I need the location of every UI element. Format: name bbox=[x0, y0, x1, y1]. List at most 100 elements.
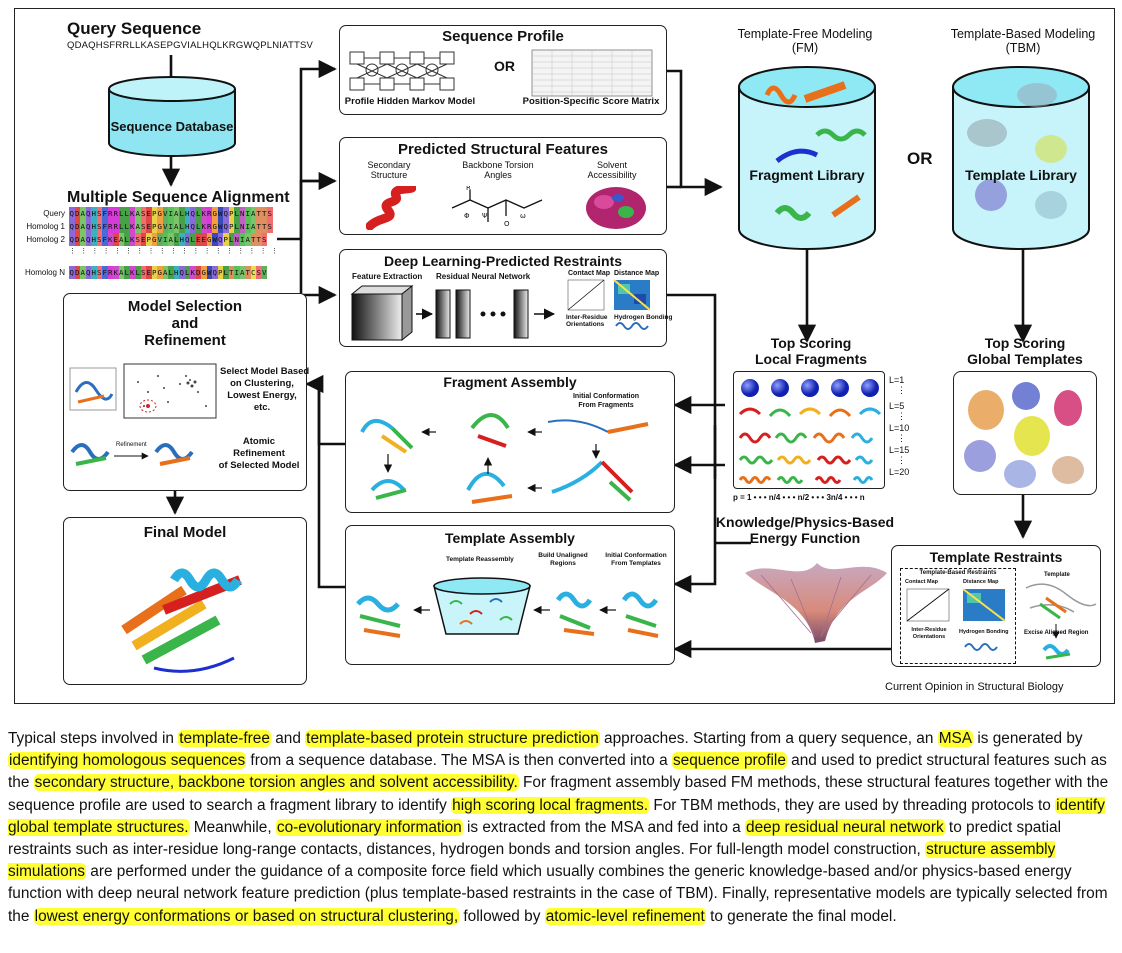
msa-residue: G bbox=[212, 207, 218, 220]
msa-residue: S bbox=[96, 207, 102, 220]
msa-residue: L bbox=[195, 207, 201, 220]
msa-residue: H bbox=[91, 207, 97, 220]
msa-residue: N bbox=[239, 207, 245, 220]
msa-residue: H bbox=[91, 220, 97, 233]
msa-residue: L bbox=[124, 233, 130, 246]
msa-residue: D bbox=[74, 220, 80, 233]
dl-restraints-box: Deep Learning-Predicted Restraints Featu… bbox=[339, 249, 673, 347]
msa-residue: G bbox=[212, 220, 218, 233]
sequence-profile-box: Sequence Profile Profile Hidden Markov M… bbox=[339, 25, 667, 115]
msa-residue: G bbox=[201, 266, 207, 279]
caption-text: from a sequence database. The MSA is the… bbox=[246, 752, 672, 770]
caption-text: are performed under the guidance of a co… bbox=[8, 863, 1108, 925]
fm-title-text: Template-Free Modeling bbox=[737, 27, 873, 41]
svg-text:Φ: Φ bbox=[464, 212, 470, 220]
msa-residue: N bbox=[234, 233, 240, 246]
caption-text: is generated by bbox=[973, 730, 1083, 747]
sequence-profile-title: Sequence Profile bbox=[442, 28, 564, 45]
msa-residue: L bbox=[168, 266, 174, 279]
caption-text: and used to predict structural features … bbox=[8, 752, 1107, 792]
msa-residue: E bbox=[146, 207, 152, 220]
msa-residue: H bbox=[173, 266, 179, 279]
caption-highlight: secondary structure, backbone torsion an… bbox=[33, 774, 519, 792]
msa-residue: H bbox=[179, 233, 185, 246]
svg-text:O: O bbox=[504, 220, 510, 228]
msa-label: Homolog 1 bbox=[26, 222, 65, 231]
caption-text: Typical steps involved in bbox=[8, 730, 179, 747]
refinement-arrow-label: Refinement bbox=[116, 442, 147, 448]
msa-residue: Q bbox=[69, 220, 75, 233]
caption-highlight: template-free bbox=[178, 730, 271, 747]
feature-extraction-label: Feature Extraction bbox=[352, 272, 423, 281]
l-label: L=15 bbox=[889, 445, 910, 455]
msa-residue: Q bbox=[190, 220, 196, 233]
msa-residue: R bbox=[107, 220, 113, 233]
msa-label: Query bbox=[43, 209, 65, 218]
msa-residue: A bbox=[162, 266, 168, 279]
template-assembly-box: Template Assembly Template Reassembly Bu… bbox=[345, 525, 675, 665]
msa-residue: K bbox=[113, 266, 119, 279]
msa-residue: K bbox=[201, 220, 207, 233]
msa-residue: T bbox=[250, 233, 256, 246]
pssm-matrix-icon bbox=[531, 49, 653, 97]
msa-residue: F bbox=[102, 233, 108, 246]
msa-residue: S bbox=[140, 266, 146, 279]
svg-text:R: R bbox=[466, 186, 471, 192]
select-line: etc. bbox=[253, 402, 271, 413]
msa-residue: Q bbox=[184, 233, 190, 246]
tbm-title: Template-Based Modeling(TBM) bbox=[933, 27, 1113, 55]
msa-residue: K bbox=[129, 266, 135, 279]
caption-highlight: deep residual neural network bbox=[745, 818, 945, 836]
msa-residue: D bbox=[74, 207, 80, 220]
msa-residue: K bbox=[190, 266, 196, 279]
msa-residue: V bbox=[162, 220, 168, 233]
atomic-line: of Selected Model bbox=[218, 460, 300, 471]
distance-map-label: Distance Map bbox=[614, 270, 660, 277]
msa-residue: A bbox=[80, 220, 86, 233]
msa-residue: L bbox=[223, 266, 229, 279]
ss-label: Secondary Structure bbox=[367, 160, 411, 180]
l-label: L=10 bbox=[889, 423, 910, 433]
msa-residue: W bbox=[217, 220, 223, 233]
energy-title-1: Knowledge/Physics-Based bbox=[715, 514, 895, 530]
excise-label: Excise Aligned Region bbox=[1024, 630, 1089, 636]
caption-text: approaches. Starting from a query sequen… bbox=[599, 730, 938, 747]
msa-label: Homolog 2 bbox=[26, 235, 65, 244]
caption-highlight: lowest energy conformations or based on … bbox=[33, 907, 460, 925]
query-sequence: QDAQHSFRRLLKASEPGVIALHQLKRGWQPLNIATTSV bbox=[67, 40, 314, 51]
caption-text: to generate the final model. bbox=[705, 907, 897, 925]
msa-residue: R bbox=[107, 266, 113, 279]
msa-residue: P bbox=[217, 266, 223, 279]
msa-residue: L bbox=[118, 220, 124, 233]
restraint-maps-icon bbox=[567, 279, 651, 330]
msa-to-profile-arrow bbox=[299, 59, 337, 181]
msa-residue: L bbox=[184, 266, 190, 279]
msa-residue: I bbox=[162, 233, 168, 246]
msa-residue: S bbox=[96, 233, 102, 246]
tbr-maps-icon bbox=[906, 588, 1006, 651]
unaligned-line: Regions bbox=[550, 560, 576, 567]
predicted-features-title: Predicted Structural Features bbox=[397, 141, 609, 158]
model-selection-title: Model Selection and Refinement bbox=[64, 298, 306, 349]
caption-highlight: sequence profile bbox=[671, 752, 787, 770]
hmm-diagram bbox=[349, 51, 455, 91]
msa-residue: E bbox=[113, 233, 119, 246]
select-line: Select Model Based bbox=[220, 366, 310, 377]
msa-residue: A bbox=[135, 207, 141, 220]
l-label: L=20 bbox=[889, 467, 910, 477]
msa-residue: L bbox=[124, 266, 130, 279]
top-local-title-2: Local Fragments bbox=[754, 351, 868, 367]
msa-residue: Q bbox=[85, 220, 91, 233]
msa-residue: Q bbox=[85, 233, 91, 246]
tbr-template-label: Template bbox=[1044, 572, 1070, 578]
top-global-title-2: Global Templates bbox=[967, 351, 1083, 367]
msa-residue: A bbox=[80, 233, 86, 246]
top-global-templates-panel bbox=[953, 371, 1097, 495]
